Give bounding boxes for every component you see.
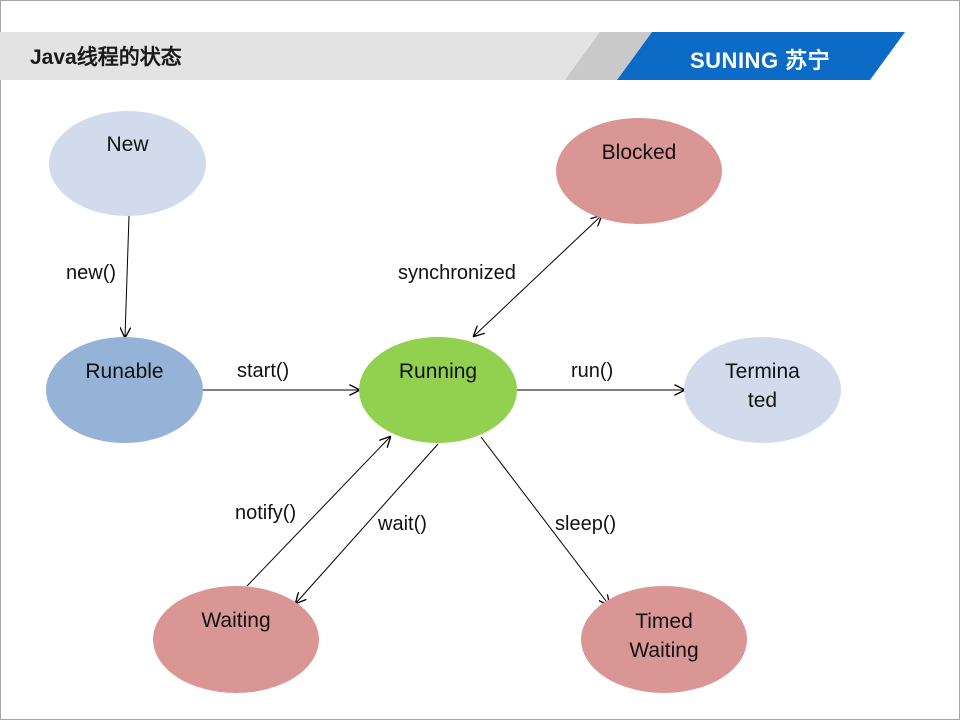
state-blocked: Blocked (556, 118, 722, 224)
transition-label-start: start() (237, 360, 290, 382)
state-runable: Runable (46, 337, 203, 443)
state-terminated-label-line2: ted (747, 389, 778, 412)
state-waiting: Waiting (153, 586, 319, 693)
state-terminated: Termina ted (684, 337, 841, 443)
header-background (0, 32, 905, 80)
state-blocked-label: Blocked (601, 140, 677, 164)
state-timed-waiting-label-line1: Timed (635, 609, 693, 633)
state-timed-waiting-label-line2: Waiting (629, 638, 699, 662)
transition-label-wait: wait() (378, 513, 427, 535)
brand-logo: SUNING 苏宁 (690, 48, 831, 73)
transition-label-run: run() (571, 360, 614, 382)
transition-label-synchronized: synchronized (398, 262, 516, 284)
transition-label-sleep: sleep() (555, 513, 617, 535)
state-new-label: New (106, 133, 149, 156)
state-waiting-label: Waiting (201, 609, 271, 632)
state-new: New (49, 111, 206, 216)
state-runable-label: Runable (85, 359, 164, 383)
transition-label-notify: notify() (235, 502, 297, 524)
state-timed-waiting: Timed Waiting (581, 586, 747, 693)
transition-label-new: new() (66, 262, 117, 284)
state-running: Running (359, 337, 517, 443)
page-title: Java线程的状态 (30, 46, 182, 69)
state-terminated-label-line1: Termina (725, 360, 800, 383)
state-running-label: Running (398, 359, 478, 383)
header-banner: Java线程的状态 SUNING 苏宁 (0, 0, 960, 110)
